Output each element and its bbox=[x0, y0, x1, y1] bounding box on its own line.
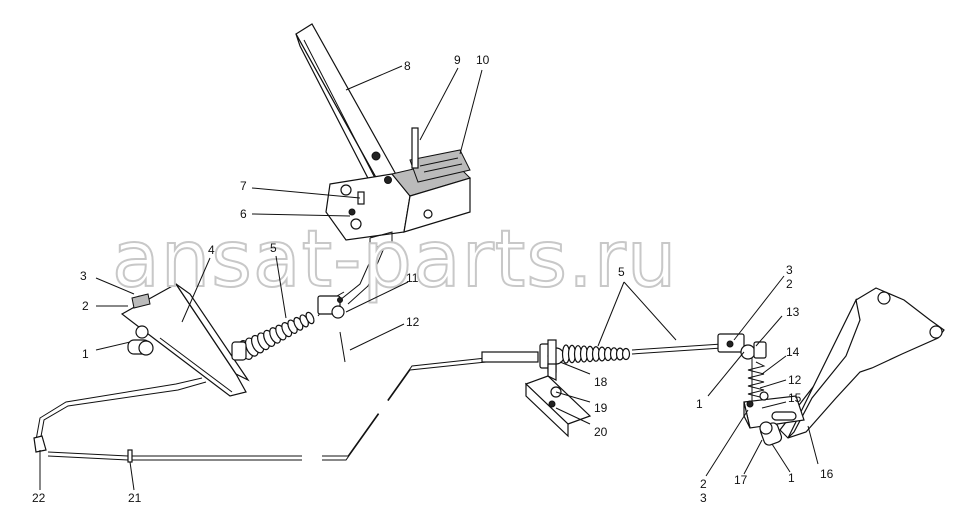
callout-1-mid: 1 bbox=[696, 397, 703, 411]
callout-12-left: 12 bbox=[406, 315, 420, 329]
callout-12-right: 12 bbox=[788, 373, 802, 387]
right-assembly bbox=[717, 287, 945, 446]
callout-18: 18 bbox=[594, 375, 608, 389]
callout-15: 15 bbox=[788, 391, 802, 405]
callout-1-right: 1 bbox=[788, 471, 795, 485]
callout-3-left: 3 bbox=[80, 269, 87, 283]
callout-22: 22 bbox=[32, 491, 46, 505]
middle-cable bbox=[481, 339, 723, 438]
callout-9: 9 bbox=[454, 53, 461, 67]
callout-3-bottom-right: 3 bbox=[700, 491, 707, 505]
callout-13: 13 bbox=[786, 305, 800, 319]
callout-17: 17 bbox=[734, 473, 748, 487]
callout-7: 7 bbox=[240, 179, 247, 193]
accelerator-pedal bbox=[295, 23, 471, 305]
left-bracket bbox=[120, 283, 250, 397]
watermark: ansat-parts.ru bbox=[112, 215, 677, 305]
callout-labels: 8 9 10 7 6 5 4 3 2 1 11 12 5 3 2 13 14 1… bbox=[32, 53, 834, 505]
leader-lines bbox=[39, 65, 819, 491]
callout-11: 11 bbox=[406, 271, 419, 285]
callout-3-top-right: 3 bbox=[786, 263, 793, 277]
callout-2-top-right: 2 bbox=[786, 277, 793, 291]
callout-16: 16 bbox=[820, 467, 834, 481]
callout-1-left: 1 bbox=[82, 347, 89, 361]
callout-5-left: 5 bbox=[270, 241, 277, 255]
callout-6: 6 bbox=[240, 207, 247, 221]
callout-8: 8 bbox=[404, 59, 411, 73]
callout-21: 21 bbox=[128, 491, 142, 505]
callout-14: 14 bbox=[786, 345, 800, 359]
rod-12-left bbox=[339, 331, 346, 363]
left-cable-boot bbox=[231, 291, 345, 361]
long-cable bbox=[33, 357, 487, 463]
callout-2-bottom-right: 2 bbox=[700, 477, 707, 491]
callout-20: 20 bbox=[594, 425, 608, 439]
callout-19: 19 bbox=[594, 401, 608, 415]
callout-5-mid: 5 bbox=[618, 265, 625, 279]
callout-2-left: 2 bbox=[82, 299, 89, 313]
callout-4: 4 bbox=[208, 243, 215, 257]
callout-10: 10 bbox=[476, 53, 490, 67]
